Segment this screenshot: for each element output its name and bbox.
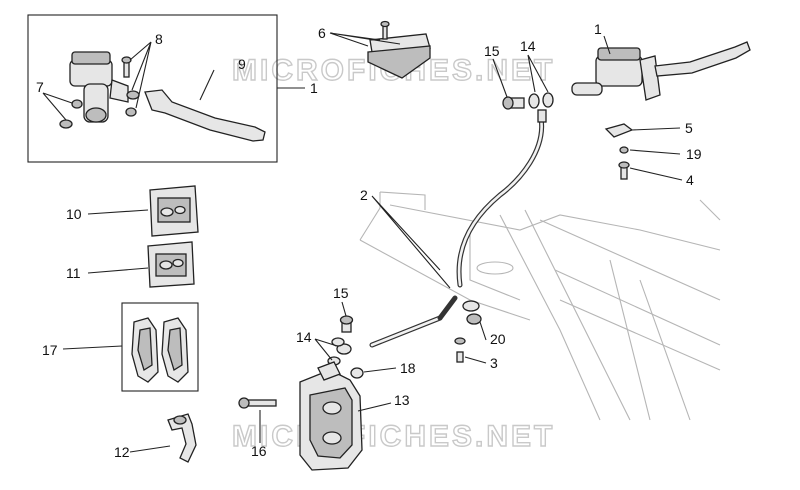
callout-5: 5: [685, 120, 693, 136]
pad-spring-12: [167, 413, 197, 463]
callout-15-lower: 15: [333, 285, 349, 301]
reservoir-cover-6: [367, 20, 431, 79]
callout-17: 17: [42, 342, 58, 358]
watermark-bottom: MICROFICHES.NET: [232, 420, 555, 453]
callout-1-left: 1: [310, 80, 318, 96]
washer-18: [350, 367, 364, 379]
callout-1-right: 1: [594, 21, 602, 37]
pad-kit-10: [149, 185, 199, 237]
callout-20: 20: [490, 331, 506, 347]
lever-assembly-box: [27, 14, 278, 163]
callout-9: 9: [238, 56, 246, 72]
callout-19: 19: [686, 146, 702, 162]
banjo-bolt-lower: [327, 315, 354, 366]
callout-10: 10: [66, 206, 82, 222]
brake-lever-9: [144, 89, 266, 142]
caliper-bolt-16: [238, 397, 277, 409]
pad-kit-11: [147, 241, 195, 288]
callout-12: 12: [114, 444, 130, 460]
master-cylinder-right: [571, 41, 751, 101]
pin-and-washer-8: [121, 56, 140, 117]
brake-caliper-13: [299, 361, 363, 471]
callout-8: 8: [155, 31, 163, 47]
pad-set-box-17: [121, 302, 199, 392]
callout-14-lower: 14: [296, 329, 312, 345]
bolt-3: [454, 337, 466, 363]
callout-labels: 1 1 2 3 4 5 6 7 8 9 10 11 12 13 14 14 15…: [36, 21, 702, 460]
callout-14-upper: 14: [520, 38, 536, 54]
callout-3: 3: [490, 355, 498, 371]
master-cylinder-boxed: [69, 51, 129, 123]
screws-7: [59, 99, 83, 129]
callout-15-upper: 15: [484, 43, 500, 59]
callout-4: 4: [686, 172, 694, 188]
callout-6: 6: [318, 25, 326, 41]
callout-2: 2: [360, 187, 368, 203]
leader-lines: [42, 32, 683, 453]
callout-11: 11: [66, 265, 81, 281]
banjo-bolt-right: [502, 92, 554, 110]
switch-5: [604, 123, 634, 180]
brake-pads-17: [131, 317, 189, 383]
callout-16: 16: [251, 443, 267, 459]
brake-hose-2: [336, 109, 547, 355]
callout-18: 18: [400, 360, 416, 376]
callout-7: 7: [36, 79, 44, 95]
frame-outline: [359, 191, 721, 421]
callout-13: 13: [394, 392, 410, 408]
